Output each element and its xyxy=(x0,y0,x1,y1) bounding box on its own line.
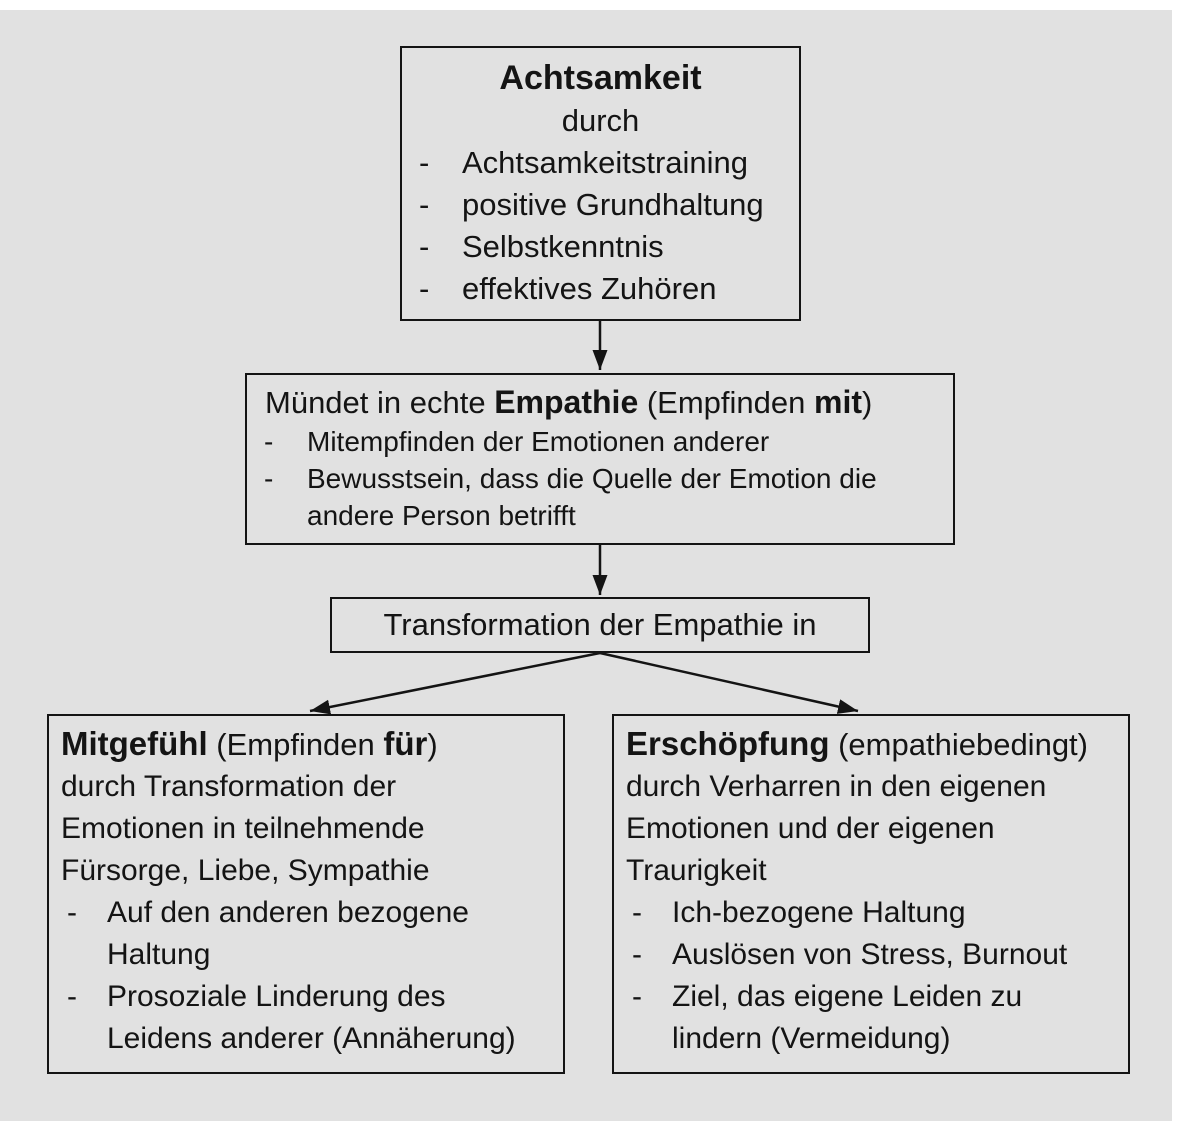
bullet-dash: - xyxy=(632,896,642,929)
mindfulness-list: -Achtsamkeitstraining-positive Grundhalt… xyxy=(402,142,799,310)
list-item-text: Ich-bezogene Haltung xyxy=(672,896,966,929)
compassion-title: Mitgefühl (Empfinden für) xyxy=(61,723,559,766)
title-regular-text: ) xyxy=(427,727,438,762)
list-item-text: Prosoziale Linderung des Leidens anderer… xyxy=(107,980,516,1055)
bullet-dash: - xyxy=(419,271,430,306)
compassion-box: Mitgefühl (Empfinden für) durch Transfor… xyxy=(47,714,565,1074)
mindfulness-title: Achtsamkeit xyxy=(499,59,702,97)
title-bold-text: Mitgefühl xyxy=(61,725,208,762)
bullet-dash: - xyxy=(419,229,430,264)
bullet-dash: - xyxy=(632,938,642,971)
title-bold-text: mit xyxy=(814,384,862,420)
list-item-text: Bewusstsein, dass die Quelle der Emotion… xyxy=(307,463,877,531)
list-item-text: Selbstkenntnis xyxy=(462,229,664,264)
bullet-dash: - xyxy=(67,896,77,929)
bullet-dash: - xyxy=(264,463,274,494)
list-item-text: effektives Zuhören xyxy=(462,271,717,306)
list-item-text: Auf den anderen bezogene Haltung xyxy=(107,896,469,971)
list-item: -effektives Zuhören xyxy=(402,268,799,310)
list-item-text: Mitempfinden der Emotionen anderer xyxy=(307,426,770,457)
empathy-title: Mündet in echte Empathie (Empfinden mit) xyxy=(247,382,953,423)
list-item: -Ziel, das eigene Leiden zu lindern (Ver… xyxy=(626,976,1126,1060)
list-item-text: Ziel, das eigene Leiden zu lindern (Verm… xyxy=(672,980,1023,1055)
exhaustion-body: durch Verharren in den eigenen Emotionen… xyxy=(626,770,1047,887)
transformation-label: Transformation der Empathie in xyxy=(383,607,817,642)
list-item: -Prosoziale Linderung des Leidens andere… xyxy=(61,976,559,1060)
list-item: -Auslösen von Stress, Burnout xyxy=(626,934,1126,976)
empathy-box: Mündet in echte Empathie (Empfinden mit)… xyxy=(245,373,955,545)
list-item: -Auf den anderen bezogene Haltung xyxy=(61,892,559,976)
list-item-text: Achtsamkeitstraining xyxy=(462,145,749,180)
list-item: -positive Grundhaltung xyxy=(402,184,799,226)
title-bold-text: Empathie xyxy=(494,384,639,420)
title-regular-text: (Empfinden xyxy=(207,727,384,762)
mindfulness-subtitle: durch xyxy=(561,103,640,138)
bullet-dash: - xyxy=(67,980,77,1013)
list-item: - Bewusstsein, dass die Quelle der Emotio… xyxy=(247,460,953,534)
bullet-dash: - xyxy=(419,145,430,180)
exhaustion-box: Erschöpfung (empathiebedingt) durch Verh… xyxy=(612,714,1130,1074)
list-item: - Mitempfinden der Emotionen anderer xyxy=(247,423,953,460)
mindfulness-box: Achtsamkeit durch -Achtsamkeitstraining-… xyxy=(400,46,801,321)
list-item-text: positive Grundhaltung xyxy=(462,187,764,222)
title-regular-text: ) xyxy=(862,385,873,420)
title-regular-text: Mündet in echte xyxy=(265,385,495,420)
bullet-dash: - xyxy=(632,980,642,1013)
bullet-dash: - xyxy=(264,426,274,457)
exhaustion-title: Erschöpfung (empathiebedingt) xyxy=(626,723,1126,766)
bullet-dash: - xyxy=(419,187,430,222)
title-bold-text: für xyxy=(383,725,428,762)
title-bold-text: Erschöpfung xyxy=(626,725,830,762)
compassion-list: -Auf den anderen bezogene Haltung-Prosoz… xyxy=(61,892,559,1060)
list-item: -Achtsamkeitstraining xyxy=(402,142,799,184)
transformation-box: Transformation der Empathie in xyxy=(330,597,870,653)
exhaustion-list: -Ich-bezogene Haltung-Auslösen von Stres… xyxy=(626,892,1126,1060)
title-regular-text: (empathiebedingt) xyxy=(829,727,1088,762)
list-item: -Selbstkenntnis xyxy=(402,226,799,268)
title-regular-text: (Empfinden xyxy=(638,385,814,420)
compassion-body: durch Transformation der Emotionen in te… xyxy=(61,770,430,887)
list-item-text: Auslösen von Stress, Burnout xyxy=(672,938,1068,971)
list-item: -Ich-bezogene Haltung xyxy=(626,892,1126,934)
empathy-list: - Mitempfinden der Emotionen anderer - Bewu… xyxy=(247,423,953,534)
